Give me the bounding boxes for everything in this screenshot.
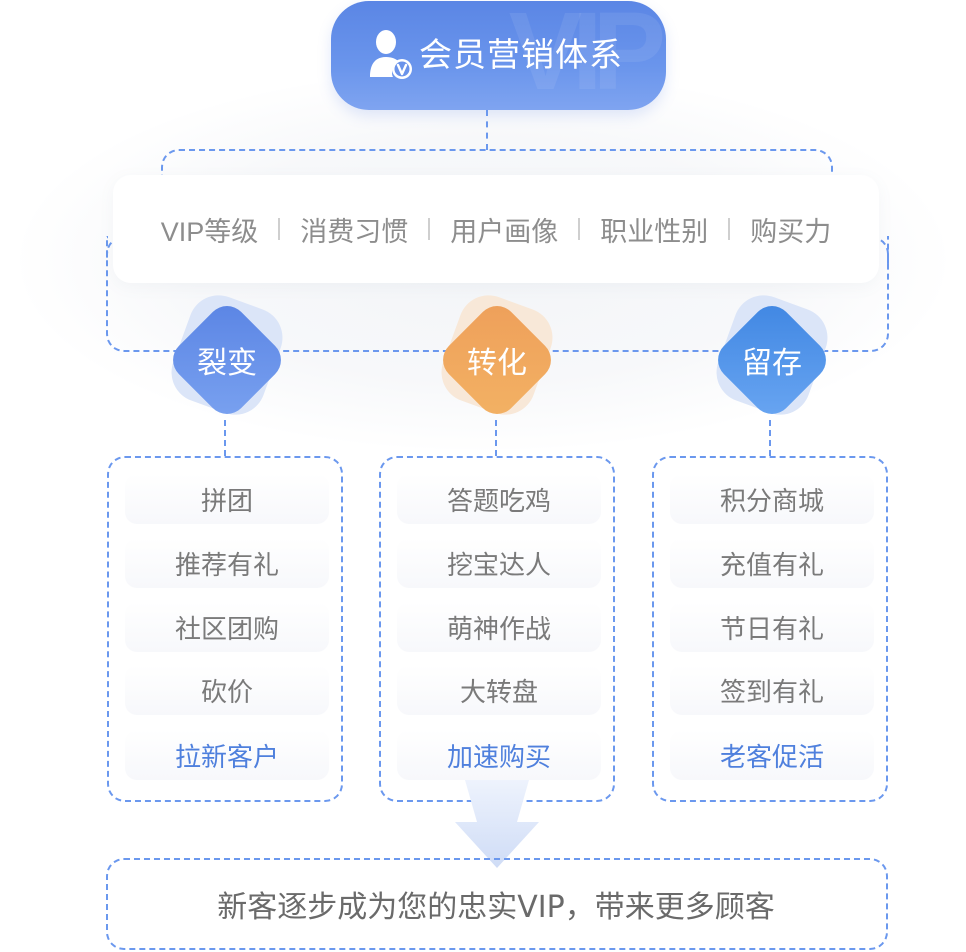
stage-column-fission: 拼团 推荐有礼 社区团购 砍价 拉新客户	[107, 456, 343, 802]
tactic-item: 充值有礼	[670, 538, 874, 588]
stage-diamond-fission: 裂变	[157, 286, 297, 430]
tactic-item: 节日有礼	[670, 602, 874, 652]
tag-separator	[728, 218, 731, 240]
tactic-item: 萌神作战	[397, 602, 601, 652]
tactic-item: 答题吃鸡	[397, 474, 601, 524]
tag-separator	[278, 218, 281, 240]
header-badge: VIP 会员营销体系	[331, 1, 666, 110]
stage-label: 转化	[467, 346, 527, 381]
stage-diamond-conversion: 转化	[427, 286, 567, 430]
tactic-item: 积分商城	[670, 474, 874, 524]
user-profile-tags: VIP等级 消费习惯 用户画像 职业性别 购买力	[113, 175, 879, 283]
tag-separator	[428, 218, 431, 240]
connector-line	[486, 110, 488, 150]
header-title: 会员营销体系	[419, 35, 623, 74]
tag-item: 购买力	[750, 216, 832, 247]
stage-column-retention: 积分商城 充值有礼 节日有礼 签到有礼 老客促活	[652, 456, 888, 802]
connector-line	[495, 420, 497, 456]
stage-goal: 拉新客户	[125, 730, 329, 780]
stage-label: 留存	[742, 346, 802, 381]
tactic-item: 拼团	[125, 474, 329, 524]
stage-column-conversion: 答题吃鸡 挖宝达人 萌神作战 大转盘 加速购买	[379, 456, 615, 802]
tag-separator	[578, 218, 581, 240]
connector-line	[769, 420, 771, 456]
tag-item: 职业性别	[600, 216, 709, 247]
tactic-item: 挖宝达人	[397, 538, 601, 588]
tag-item: 消费习惯	[300, 216, 409, 247]
footer-text: 新客逐步成为您的忠实VIP，带来更多顾客	[217, 890, 775, 925]
stage-diamond-retention: 留存	[702, 286, 842, 430]
tag-item: 用户画像	[450, 216, 559, 247]
tactic-item: 社区团购	[125, 602, 329, 652]
tag-item: VIP等级	[160, 216, 259, 247]
tactic-item: 大转盘	[397, 665, 601, 715]
tactic-item: 砍价	[125, 665, 329, 715]
stage-label: 裂变	[197, 346, 257, 381]
vip-watermark: VIP	[508, 1, 666, 110]
stage-goal: 加速购买	[397, 730, 601, 780]
tactic-item: 推荐有礼	[125, 538, 329, 588]
connector-line	[224, 420, 226, 456]
stage-goal: 老客促活	[670, 730, 874, 780]
vip-user-icon	[370, 30, 412, 79]
down-arrow-icon	[455, 780, 539, 868]
tactic-item: 签到有礼	[670, 665, 874, 715]
footer-box	[106, 858, 888, 950]
